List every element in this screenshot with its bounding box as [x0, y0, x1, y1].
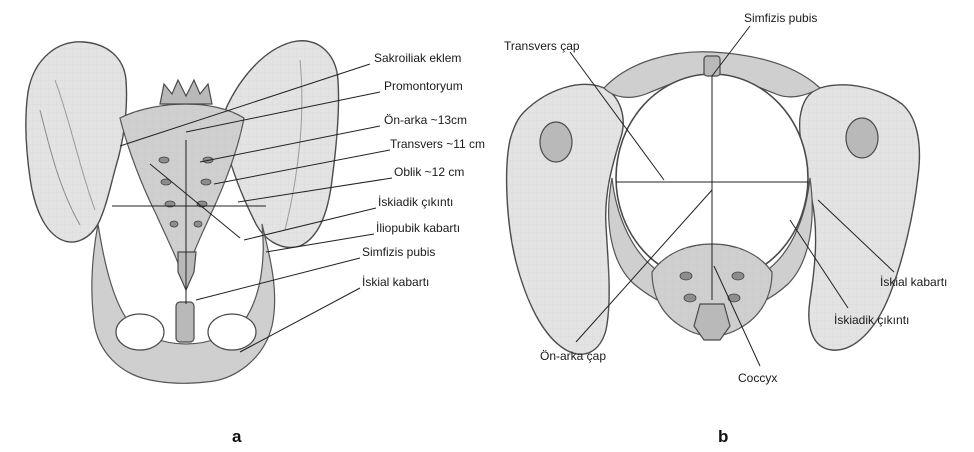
- panel-a-labels: Sakroiliak eklem Promontoryum Ön-arka ~1…: [362, 51, 485, 289]
- label-oblik: Oblik ~12 cm: [394, 165, 464, 179]
- label-promontoryum: Promontoryum: [384, 79, 463, 93]
- label-iskiadik-cikinti-b: İskiadik çıkıntı: [834, 313, 909, 327]
- label-coccyx: Coccyx: [738, 371, 777, 385]
- label-on-arka: Ön-arka ~13cm: [384, 113, 467, 127]
- label-iskiadik-cikinti-a: İskiadik çıkıntı: [378, 195, 453, 209]
- label-iskial-kabarti-a: İskial kabartı: [362, 275, 429, 289]
- label-simfizis-pubis-b: Simfizis pubis: [744, 11, 817, 25]
- label-on-arka-cap: Ön-arka çap: [540, 349, 606, 363]
- label-simfizis-pubis-a: Simfizis pubis: [362, 245, 435, 259]
- panel-a-illustration: [26, 41, 339, 384]
- label-transvers: Transvers ~11 cm: [390, 137, 485, 151]
- panel-letter-a: a: [232, 427, 242, 446]
- label-sakroiliak-eklem: Sakroiliak eklem: [374, 51, 461, 65]
- label-iskial-kabarti-b: İskial kabartı: [880, 275, 947, 289]
- panel-b-illustration: [507, 52, 920, 355]
- panel-letter-b: b: [718, 427, 728, 446]
- label-transvers-cap: Transvers çap: [504, 39, 580, 53]
- label-iliopubik-kabarti: İliopubik kabartı: [376, 221, 460, 235]
